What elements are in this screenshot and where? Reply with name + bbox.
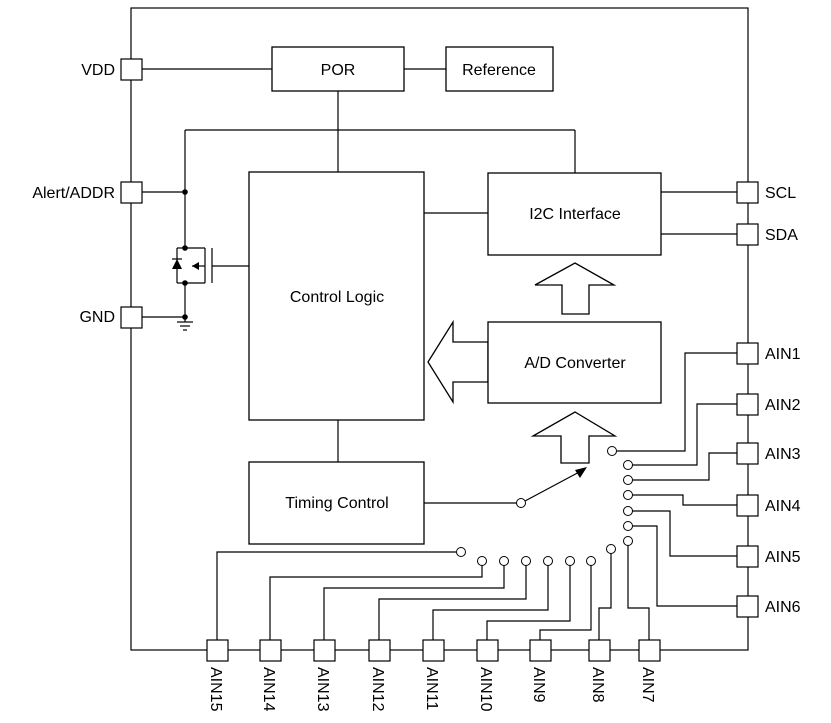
pin-sda-label: SDA [765, 227, 798, 244]
pin-ain12: AIN12 [368, 639, 391, 712]
adc-block: A/D Converter [487, 321, 662, 404]
reference-label: Reference [462, 62, 536, 79]
pin-ain7-label: AIN7 [639, 667, 656, 703]
pin-ain8: AIN8 [588, 639, 611, 703]
pin-ain10-label: AIN10 [477, 667, 494, 712]
control-logic-block: Control Logic [248, 171, 425, 421]
timing-control-block: Timing Control [248, 461, 425, 545]
junction-dots [182, 189, 188, 320]
timing-control-label: Timing Control [285, 495, 388, 512]
pin-gnd: GND [79, 306, 143, 329]
pin-vdd: VDD [81, 58, 143, 81]
pin-vdd-label: VDD [81, 62, 115, 79]
pin-ain9-label: AIN9 [530, 667, 547, 703]
pin-ain15-label: AIN15 [207, 667, 224, 712]
pin-ain13-label: AIN13 [314, 667, 331, 712]
pin-ain11-label: AIN11 [423, 667, 440, 710]
control-logic-label: Control Logic [290, 289, 384, 306]
transistor-arrow-icon [192, 262, 199, 270]
pin-ain3: AIN3 [736, 442, 801, 465]
pin-ain14: AIN14 [259, 639, 282, 712]
adc-to-control-arrow-icon [427, 319, 489, 405]
pin-ain1-label: AIN1 [765, 346, 801, 363]
por-block: POR [271, 46, 405, 92]
switch-arrow-icon [575, 467, 587, 478]
pin-alert-addr: Alert/ADDR [32, 181, 143, 204]
mux-to-adc-arrow-icon [530, 411, 618, 464]
pin-sda: SDA [736, 223, 798, 246]
pin-ain5: AIN5 [736, 545, 801, 568]
pin-ain15: AIN15 [206, 639, 229, 712]
pin-alert-addr-label: Alert/ADDR [32, 185, 115, 202]
por-label: POR [321, 62, 356, 79]
pin-ain1: AIN1 [736, 342, 801, 365]
pin-ain14-label: AIN14 [260, 667, 277, 712]
adc-to-i2c-arrow-icon [534, 262, 617, 315]
pin-ain4: AIN4 [736, 494, 801, 517]
pin-ain8-label: AIN8 [589, 667, 606, 703]
adc-label: A/D Converter [524, 355, 626, 372]
pin-ain2-label: AIN2 [765, 397, 801, 414]
diode-icon [172, 259, 182, 269]
pin-scl-label: SCL [765, 185, 796, 202]
pin-gnd-label: GND [79, 309, 115, 326]
pin-scl: SCL [736, 181, 796, 204]
pin-ain5-label: AIN5 [765, 549, 801, 566]
pin-ain13: AIN13 [313, 639, 336, 712]
pin-ain2: AIN2 [736, 393, 801, 416]
wires [142, 68, 737, 640]
pin-ain11: AIN11 [422, 639, 445, 710]
pin-ain10: AIN10 [476, 639, 499, 712]
pin-ain3-label: AIN3 [765, 446, 801, 463]
pin-ain4-label: AIN4 [765, 498, 801, 515]
pin-ain12-label: AIN12 [369, 667, 386, 712]
i2c-interface-label: I2C Interface [529, 206, 621, 223]
i2c-interface-block: I2C Interface [487, 172, 662, 256]
pin-ain9: AIN9 [529, 639, 552, 703]
mux-nodes [456, 446, 633, 566]
pin-ain7: AIN7 [638, 639, 661, 703]
pin-ain6-label: AIN6 [765, 599, 801, 616]
reference-block: Reference [445, 46, 554, 92]
pin-ain6: AIN6 [736, 595, 801, 618]
